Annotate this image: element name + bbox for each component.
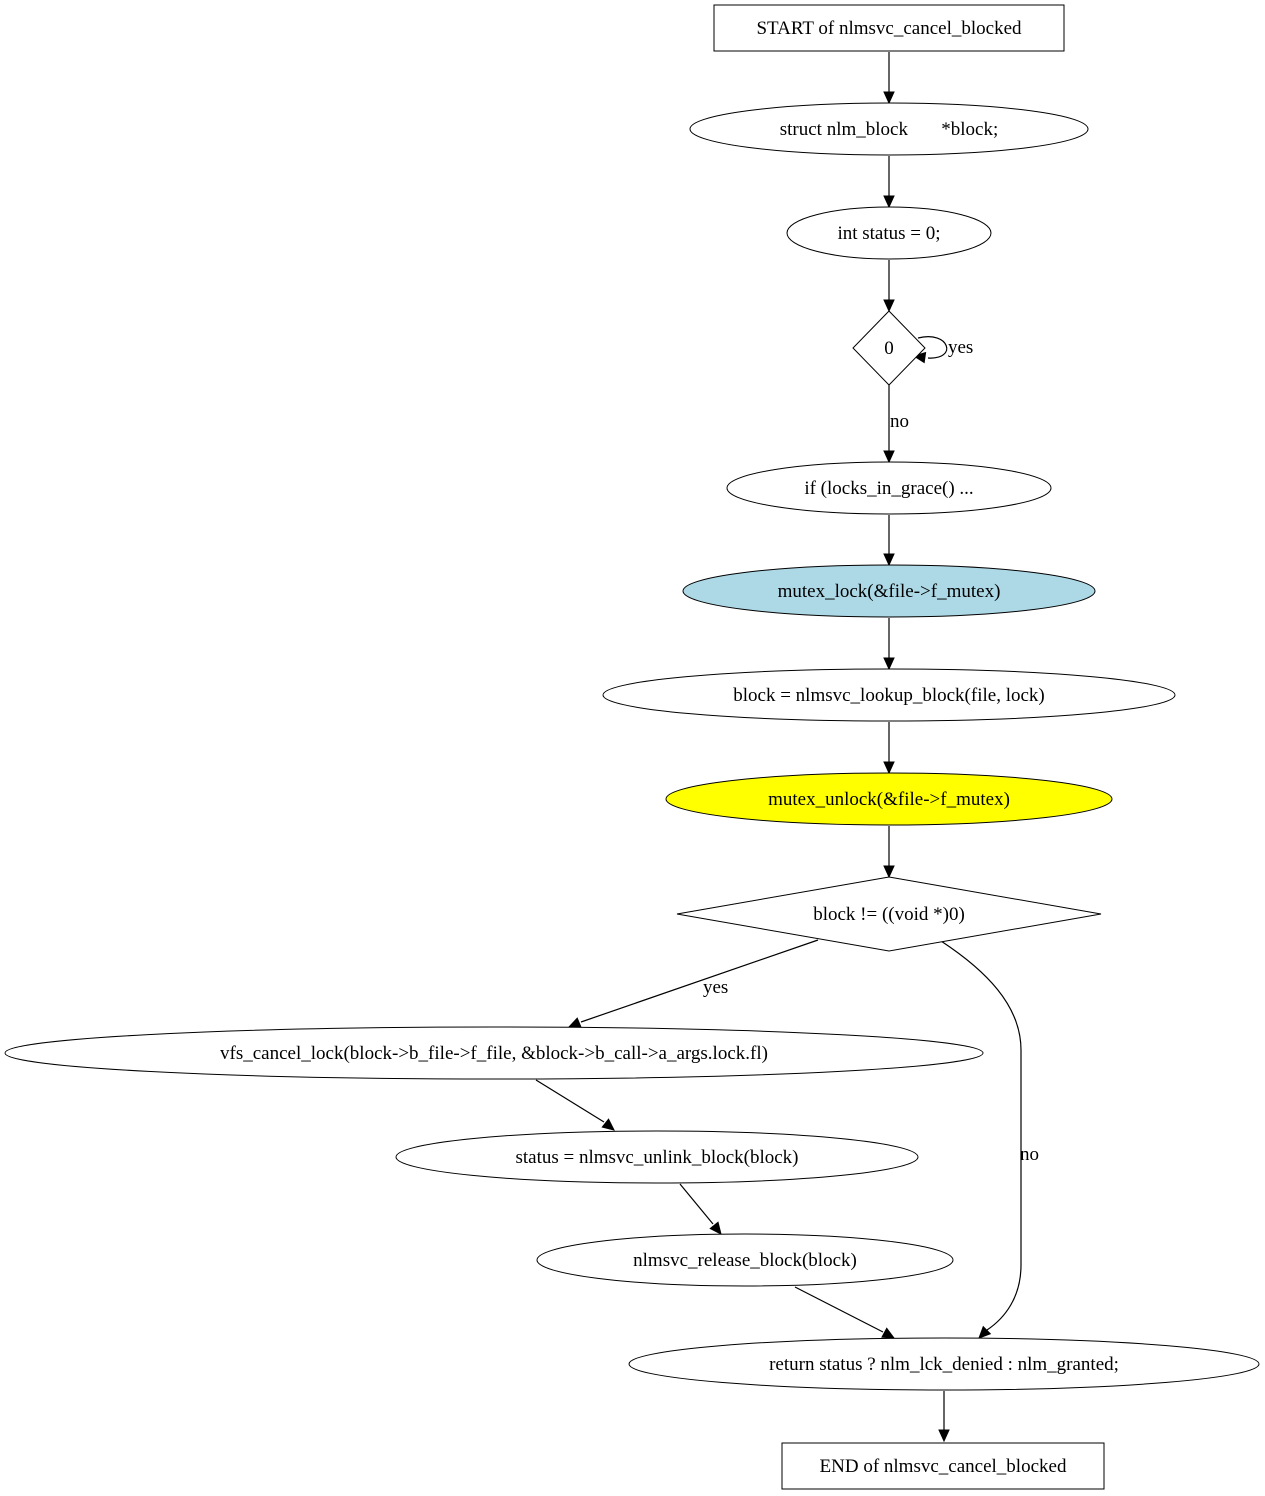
box-shape (781, 1442, 1105, 1490)
arrowhead (883, 450, 895, 464)
edge-decl_status-to-cond_zero (883, 260, 895, 313)
ellipse-shape (536, 1233, 954, 1287)
arrowhead (601, 1118, 615, 1131)
node-end: END of nlmsvc_cancel_blocked (781, 1442, 1105, 1490)
ellipse-shape (395, 1130, 919, 1184)
arrowhead (883, 657, 895, 671)
edge-label-no: no (890, 411, 909, 432)
node-decl_block: struct nlm_block *block; (689, 102, 1089, 156)
node-cond_zero: 0 (852, 310, 926, 386)
edge-label-yes: yes (948, 337, 973, 358)
ellipse-shape (689, 102, 1089, 156)
ellipse-shape (726, 461, 1052, 515)
node-cond_block: block != ((void *)0) (676, 876, 1102, 952)
box-shape (713, 4, 1065, 52)
edge-lookup_block-to-mutex_unlock (883, 722, 895, 775)
edge-start-to-decl_block (883, 52, 895, 105)
edge-line (794, 1286, 884, 1333)
edge-cond_zero-to-cond_zero (912, 336, 948, 364)
edge-cond_block-to-vfs_cancel (567, 939, 819, 1028)
node-if_grace: if (locks_in_grace() ... (726, 461, 1052, 515)
diamond-shape (676, 876, 1102, 952)
node-vfs_cancel: vfs_cancel_lock(block->b_file->f_file, &… (4, 1026, 984, 1080)
node-label: block = nlmsvc_lookup_block(file, lock) (733, 685, 1045, 706)
node-start: START of nlmsvc_cancel_blocked (713, 4, 1065, 52)
ellipse-shape (602, 668, 1176, 722)
node-label: 0 (884, 338, 894, 359)
edge-release_block-to-return_status (794, 1286, 896, 1339)
node-label: return status ? nlm_lck_denied : nlm_gra… (769, 1354, 1119, 1375)
arrowhead (883, 195, 895, 209)
arrowhead (883, 761, 895, 775)
edge-if_grace-to-mutex_lock (883, 515, 895, 567)
node-label: START of nlmsvc_cancel_blocked (756, 18, 1022, 39)
edge-line (917, 336, 948, 359)
edge-mutex_unlock-to-cond_block (883, 826, 895, 879)
node-label: nlmsvc_release_block(block) (633, 1250, 857, 1271)
node-label: int status = 0; (837, 223, 940, 244)
arrowhead (978, 1325, 992, 1339)
edge-line (940, 940, 1022, 1331)
node-label: mutex_unlock(&file->f_mutex) (768, 789, 1010, 810)
arrowhead (938, 1429, 950, 1443)
node-label: struct nlm_block *block; (780, 119, 998, 140)
arrowhead (912, 351, 927, 364)
ellipse-shape (786, 206, 992, 260)
node-mutex_lock: mutex_lock(&file->f_mutex) (682, 564, 1096, 618)
node-lookup_block: block = nlmsvc_lookup_block(file, lock) (602, 668, 1176, 722)
arrowhead (567, 1017, 582, 1028)
edge-line (679, 1183, 714, 1225)
arrowhead (883, 91, 895, 105)
node-label: status = nlmsvc_unlink_block(block) (515, 1147, 798, 1168)
node-label: mutex_lock(&file->f_mutex) (778, 581, 1001, 602)
edge-cond_block-to-return_status (940, 940, 1022, 1339)
ellipse-shape (628, 1337, 1260, 1391)
node-return_status: return status ? nlm_lck_denied : nlm_gra… (628, 1337, 1260, 1391)
arrowhead (709, 1221, 722, 1235)
edge-cond_zero-to-if_grace (883, 385, 895, 464)
arrowhead (883, 299, 895, 313)
node-release_block: nlmsvc_release_block(block) (536, 1233, 954, 1287)
diamond-shape (852, 310, 926, 386)
edges-layer (535, 52, 1022, 1443)
edge-return_status-to-end (938, 1391, 950, 1443)
edge-line (535, 1079, 605, 1123)
node-label: block != ((void *)0) (813, 904, 965, 925)
arrowhead (881, 1327, 896, 1339)
edge-label-yes: yes (703, 977, 728, 998)
arrowhead (883, 553, 895, 567)
node-label: if (locks_in_grace() ... (804, 478, 973, 499)
edge-unlink_block-to-release_block (679, 1183, 722, 1235)
edge-line (580, 939, 819, 1023)
node-unlink_block: status = nlmsvc_unlink_block(block) (395, 1130, 919, 1184)
node-label: vfs_cancel_lock(block->b_file->f_file, &… (220, 1043, 768, 1064)
edge-vfs_cancel-to-unlink_block (535, 1079, 615, 1131)
ellipse-shape (4, 1026, 984, 1080)
ellipse-shape (665, 772, 1113, 826)
edge-labels-layer: yes no yes no (703, 337, 1039, 1165)
node-mutex_unlock: mutex_unlock(&file->f_mutex) (665, 772, 1113, 826)
edge-decl_block-to-decl_status (883, 156, 895, 209)
node-decl_status: int status = 0; (786, 206, 992, 260)
arrowhead (883, 865, 895, 879)
edge-mutex_lock-to-lookup_block (883, 618, 895, 671)
ellipse-shape (682, 564, 1096, 618)
edge-label-no: no (1020, 1144, 1039, 1165)
node-label: END of nlmsvc_cancel_blocked (820, 1456, 1067, 1477)
